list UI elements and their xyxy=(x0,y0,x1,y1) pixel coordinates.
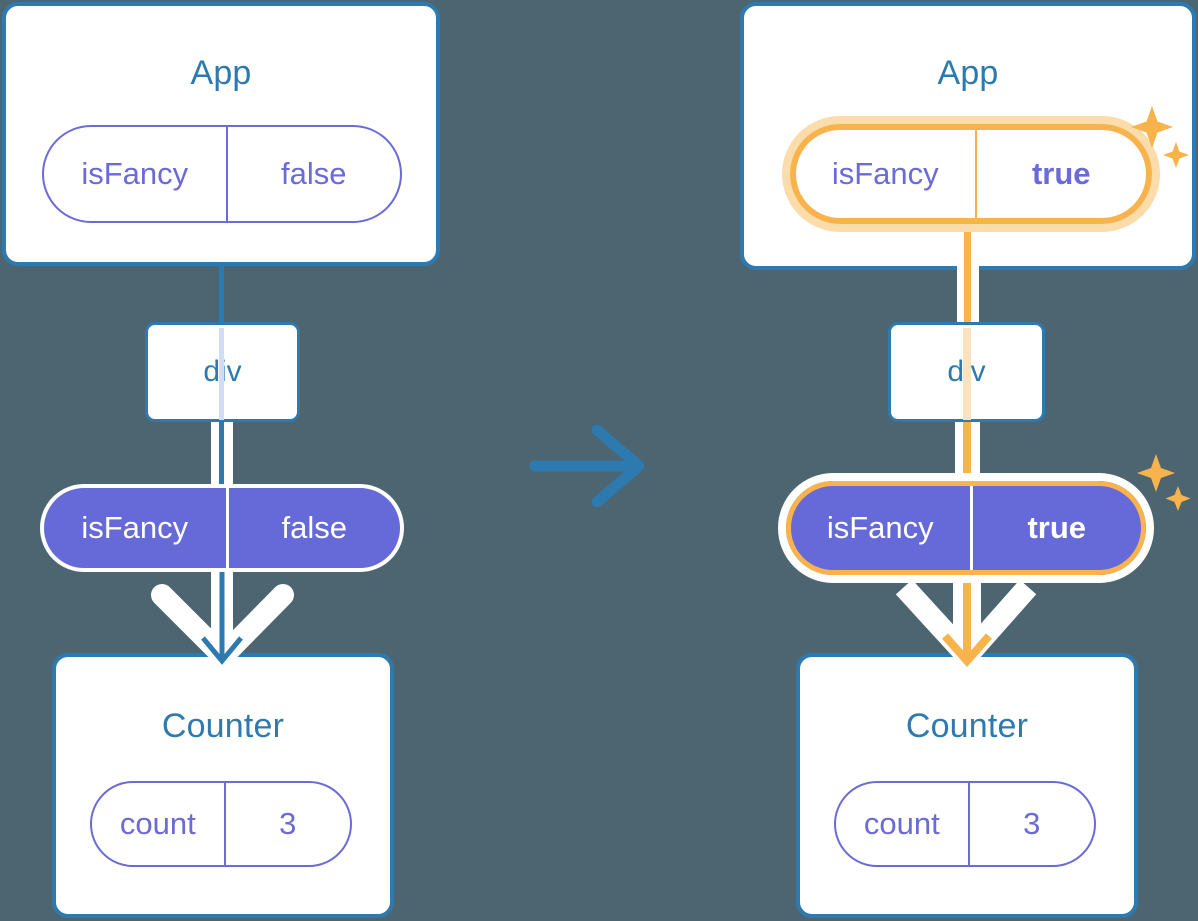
prop-pill-label-after: isFancy xyxy=(826,510,934,545)
connector-app-to-div-after xyxy=(964,205,971,330)
counter-state-pill-label-before: count xyxy=(119,806,196,841)
app-state-pill-label-before: isFancy xyxy=(81,156,189,191)
prop-pill-value-before: false xyxy=(225,488,400,568)
prop-pill-glow-after xyxy=(778,473,1154,583)
app-state-pill-before[interactable]: isFancy false xyxy=(42,125,402,223)
counter-state-pill-value-after: 3 xyxy=(967,783,1094,865)
connector-div-to-pill-before xyxy=(219,418,224,488)
counter-state-pill-before[interactable]: count 3 xyxy=(90,781,352,867)
counter-card-title-after: Counter xyxy=(905,707,1029,745)
app-card-title-before: App xyxy=(190,54,252,92)
counter-state-pill-label-after: count xyxy=(863,806,940,841)
prop-pill-after[interactable]: isFancy true xyxy=(786,481,1146,575)
app-state-pill-value-before: false xyxy=(225,127,400,221)
connector-div-to-pill-after xyxy=(963,418,971,490)
counter-state-pill-after[interactable]: count 3 xyxy=(834,781,1096,867)
counter-card-before: Counter xyxy=(52,653,394,918)
app-state-pill-glow-after xyxy=(782,116,1160,232)
sparkles-icon-mid xyxy=(1137,454,1191,511)
app-state-pill-value-after: true xyxy=(974,130,1147,218)
counter-state-pill-value-before: 3 xyxy=(223,783,350,865)
transition-arrow-icon xyxy=(529,424,645,508)
connector-app-to-div-before xyxy=(219,262,224,328)
connector-through-div-after xyxy=(963,328,971,420)
prop-pill-before[interactable]: isFancy false xyxy=(40,484,404,572)
prop-pill-value-after: true xyxy=(969,486,1142,570)
app-state-pill-label-after: isFancy xyxy=(831,156,939,191)
connector-through-div-before xyxy=(219,328,224,420)
prop-arrow-before xyxy=(201,560,243,665)
app-card-title-after: App xyxy=(937,54,999,92)
prop-pill-label-before: isFancy xyxy=(81,510,189,545)
app-state-pill-after[interactable]: isFancy true xyxy=(790,124,1152,224)
sparkles-icon-top xyxy=(1131,106,1189,168)
counter-card-title-before: Counter xyxy=(161,707,285,745)
